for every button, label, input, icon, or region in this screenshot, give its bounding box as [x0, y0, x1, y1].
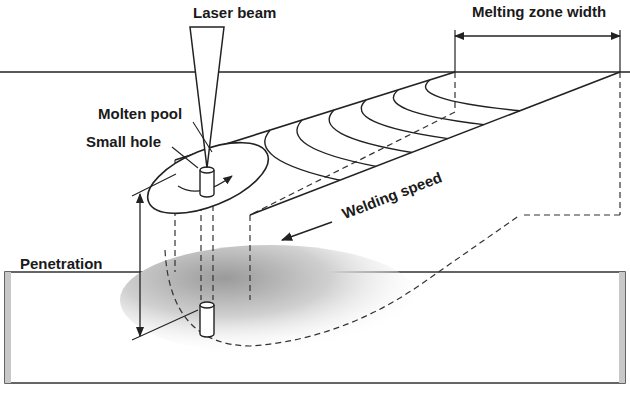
fusion-boundary [165, 215, 520, 346]
label: Melting zone width [472, 4, 606, 21]
ripple [297, 120, 376, 166]
bead-edge [250, 72, 620, 215]
laser-beam [190, 27, 224, 168]
plate-surface [0, 71, 630, 73]
plate-edge [5, 272, 11, 383]
keyhole-section [200, 302, 214, 337]
ripple [361, 100, 448, 139]
solidification-ripples [265, 80, 520, 180]
ripple [393, 90, 484, 125]
penetration-dimension [139, 194, 140, 336]
extension-line [132, 310, 198, 340]
label: Penetration [20, 256, 103, 273]
extension-line [454, 30, 455, 72]
leader-line [193, 122, 212, 152]
extension-line [132, 174, 176, 196]
keyhole [200, 167, 214, 197]
label: Welding speed [340, 169, 444, 222]
ripple [426, 80, 520, 111]
label: Small hole [86, 134, 161, 151]
label: Molten pool [98, 106, 182, 123]
heat-zone [120, 245, 420, 355]
direction-arrow [282, 222, 332, 240]
extension-line [619, 30, 620, 72]
leader-line [172, 147, 198, 168]
plate-edge [619, 272, 625, 383]
ripple [329, 110, 412, 152]
label: Laser beam [193, 5, 276, 22]
width-dimension [455, 35, 620, 36]
